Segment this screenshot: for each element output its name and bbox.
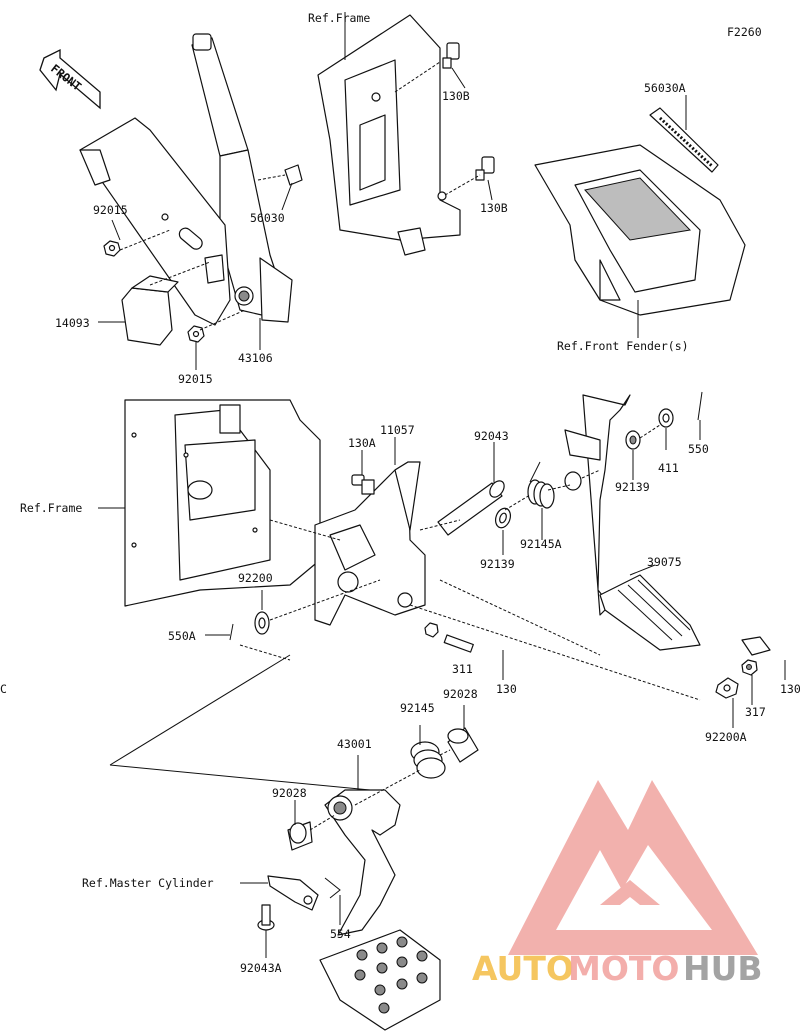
washer-92139-mid (494, 507, 512, 529)
logo-g-mark (600, 880, 660, 905)
label-130-edge: 130 (780, 682, 800, 696)
label-ref-frame-mid: Ref.Frame (20, 501, 82, 515)
front-arrow-icon (39, 48, 101, 110)
label-130: 130 (496, 682, 517, 696)
clip-56030 (284, 164, 303, 186)
label-92015-upper: 92015 (93, 203, 128, 217)
nut-317 (741, 659, 758, 676)
label-92028-left: 92028 (272, 786, 307, 800)
lever-bracket-plate (79, 117, 231, 326)
adjuster-311 (424, 622, 474, 653)
label-130B-lower: 130B (480, 201, 508, 215)
leaders-top (98, 12, 687, 370)
bolt-130B-upper (442, 42, 460, 69)
clip-130-edge (741, 636, 771, 656)
label-92145: 92145 (400, 701, 435, 715)
collar-92139 (564, 471, 582, 491)
cotter-pin-550 (697, 391, 703, 421)
nut-92015-upper (103, 240, 121, 257)
label-92043: 92043 (474, 429, 509, 443)
label-14093: 14093 (55, 316, 90, 330)
label-56030A: 56030A (644, 81, 686, 95)
diagram-code: F2260 (727, 25, 762, 39)
label-56030A (649, 107, 719, 173)
leaders-bottom (240, 705, 465, 958)
pin-92043A (257, 904, 275, 931)
axle-92043 (437, 480, 505, 536)
washer-92139-right (625, 430, 641, 450)
frame-bracket-top (317, 14, 461, 256)
front-arrow: FRONT (39, 48, 101, 110)
label-ref-frame-top: Ref.Frame (308, 11, 370, 25)
labels: Ref.Frame 130B 130B 56030 56030A Ref.Fro… (0, 11, 800, 975)
label-92200: 92200 (238, 571, 273, 585)
leaders-middle (98, 420, 786, 791)
label-39075: 39075 (647, 555, 682, 569)
cover-14093 (121, 275, 179, 346)
label-317: 317 (745, 705, 766, 719)
label-ref-master-cylinder: Ref.Master Cylinder (82, 876, 214, 890)
label-92139-mid: 92139 (480, 557, 515, 571)
spring-92145 (410, 741, 446, 779)
label-ref-front-fender: Ref.Front Fender(s) (557, 339, 689, 353)
label-411: 411 (658, 461, 679, 475)
collar-92028-right (447, 727, 479, 763)
nut-92015-lower (187, 325, 205, 343)
washer-411 (658, 408, 674, 428)
pedal-pad-holes (354, 936, 428, 1014)
label-130B-upper: 130B (442, 89, 470, 103)
label-edge-c: C (0, 682, 7, 696)
logo-moto: MOTO (568, 949, 679, 988)
bolt-130B-lower (475, 156, 495, 181)
spring-92145A (527, 461, 555, 509)
label-92139-right: 92139 (615, 480, 650, 494)
brake-pedal-43001 (319, 789, 441, 1031)
label-130A: 130A (348, 436, 376, 450)
label-550A: 550A (168, 629, 196, 643)
collar-92028-left (287, 821, 313, 851)
clevis-rod (267, 875, 319, 911)
label-92015-lower: 92015 (178, 372, 213, 386)
label-550: 550 (688, 442, 709, 456)
label-43001: 43001 (337, 737, 372, 751)
label-554: 554 (330, 927, 351, 941)
logo-auto: AUTO (472, 949, 574, 988)
pin-550A (229, 623, 234, 641)
label-311: 311 (452, 662, 473, 676)
washer-92200 (254, 611, 270, 635)
accelerator-pedal-39075 (564, 394, 701, 651)
label-92028-right: 92028 (443, 687, 478, 701)
frame-middle (124, 399, 321, 607)
clip-92200A (715, 677, 739, 699)
automotohub-logo: AUTO MOTO HUB (472, 780, 763, 988)
label-56030: 56030 (250, 211, 285, 225)
label-11057: 11057 (380, 423, 415, 437)
label-92145A: 92145A (520, 537, 562, 551)
cotter-554 (324, 877, 341, 899)
label-92200A: 92200A (705, 730, 747, 744)
front-fender (534, 144, 746, 316)
label-43106: 43106 (238, 351, 273, 365)
label-92043A: 92043A (240, 961, 282, 975)
bolt-130A (351, 474, 375, 495)
logo-hub: HUB (683, 949, 763, 988)
pedal-bracket (314, 461, 426, 626)
